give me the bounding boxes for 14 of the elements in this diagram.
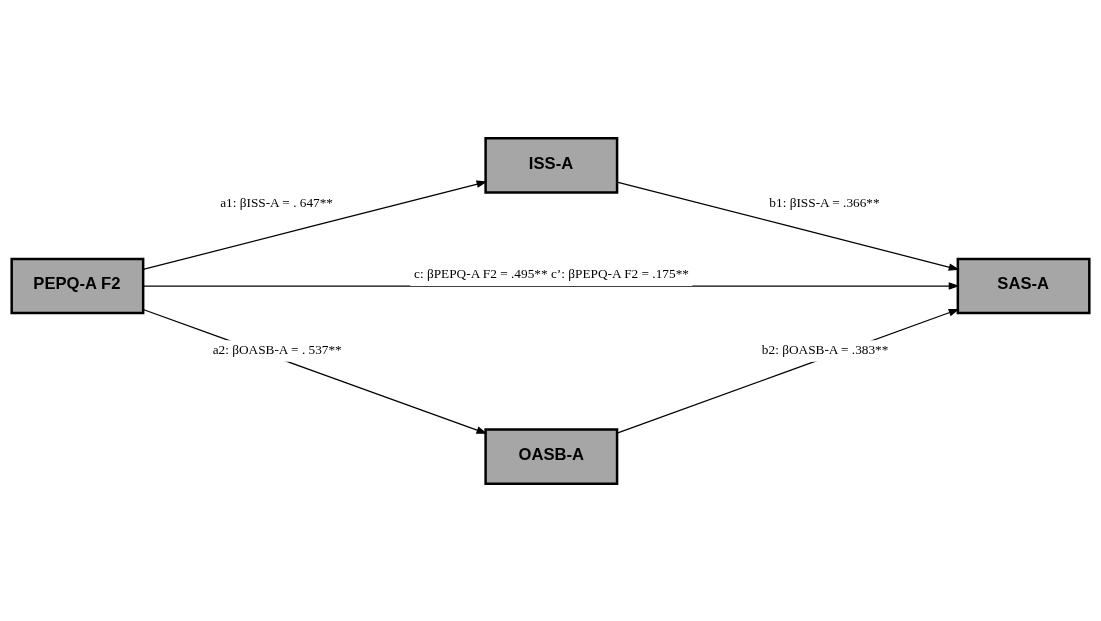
node-box: OASB-A [484, 427, 619, 485]
edge-label: c: βPEPQ-A F2 = .495** c’: βPEPQ-A F2 = .175** [414, 265, 689, 281]
node-box: PEPQ-A F2 [10, 257, 145, 314]
edge-label: a1: βISS-A = . 647** [220, 194, 334, 210]
edge-label: b1: βISS-A = .366** [769, 194, 880, 210]
arrow [142, 281, 960, 290]
node-box: ISS-A [484, 136, 619, 194]
edge-label: b2: βOASB-A = .383** [761, 341, 889, 357]
arrow [616, 180, 960, 271]
node-box: SAS-A [956, 257, 1091, 314]
arrow [616, 308, 960, 434]
arrow [142, 308, 488, 434]
edge-label: a2: βOASB-A = . 537** [212, 341, 342, 357]
arrow [142, 180, 488, 270]
